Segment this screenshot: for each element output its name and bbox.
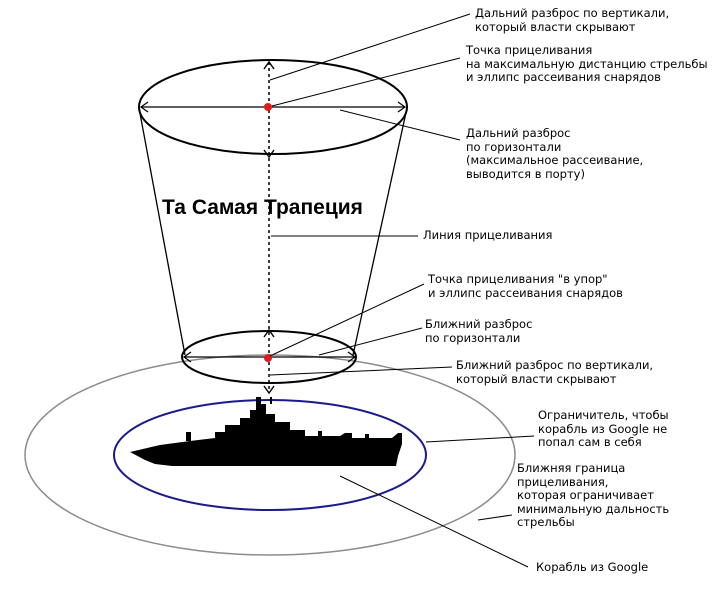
ship-silhouette [130, 397, 402, 466]
far-horizontal-arrow [139, 101, 407, 113]
label-far-horizontal: Дальний разброс по горизонтали (максимал… [466, 126, 644, 181]
label-near-boundary: Ближняя граница прицеливания, которая ог… [517, 461, 670, 529]
trapezoid-left-side [138, 107, 186, 356]
diagram-title: Та Самая Трапеция [162, 196, 363, 219]
label-aim-line: Линия прицеливания [423, 228, 553, 242]
label-near-vertical: Ближний разброс по вертикали, который вл… [456, 358, 654, 386]
far-aim-point [264, 103, 272, 111]
far-dispersion-ellipse [138, 59, 408, 155]
label-near-horizontal: Ближний разброс по горизонтали [425, 317, 533, 345]
label-limiter: Ограничитель, чтобы корабль из Google не… [538, 408, 669, 449]
trapezoid-right-side [352, 107, 408, 356]
near-vertical-arrowheads [263, 328, 275, 395]
leader-lines [269, 13, 535, 568]
label-ship: Корабль из Google [536, 560, 649, 574]
label-aim-point-max: Точка прицеливания на максимальную диста… [466, 43, 708, 84]
label-aim-point-close: Точка прицеливания "в упор" и эллипс рас… [428, 272, 623, 300]
far-vertical-arrowheads [263, 60, 275, 159]
label-far-vertical: Дальний разброс по вертикали, который вл… [475, 6, 670, 34]
